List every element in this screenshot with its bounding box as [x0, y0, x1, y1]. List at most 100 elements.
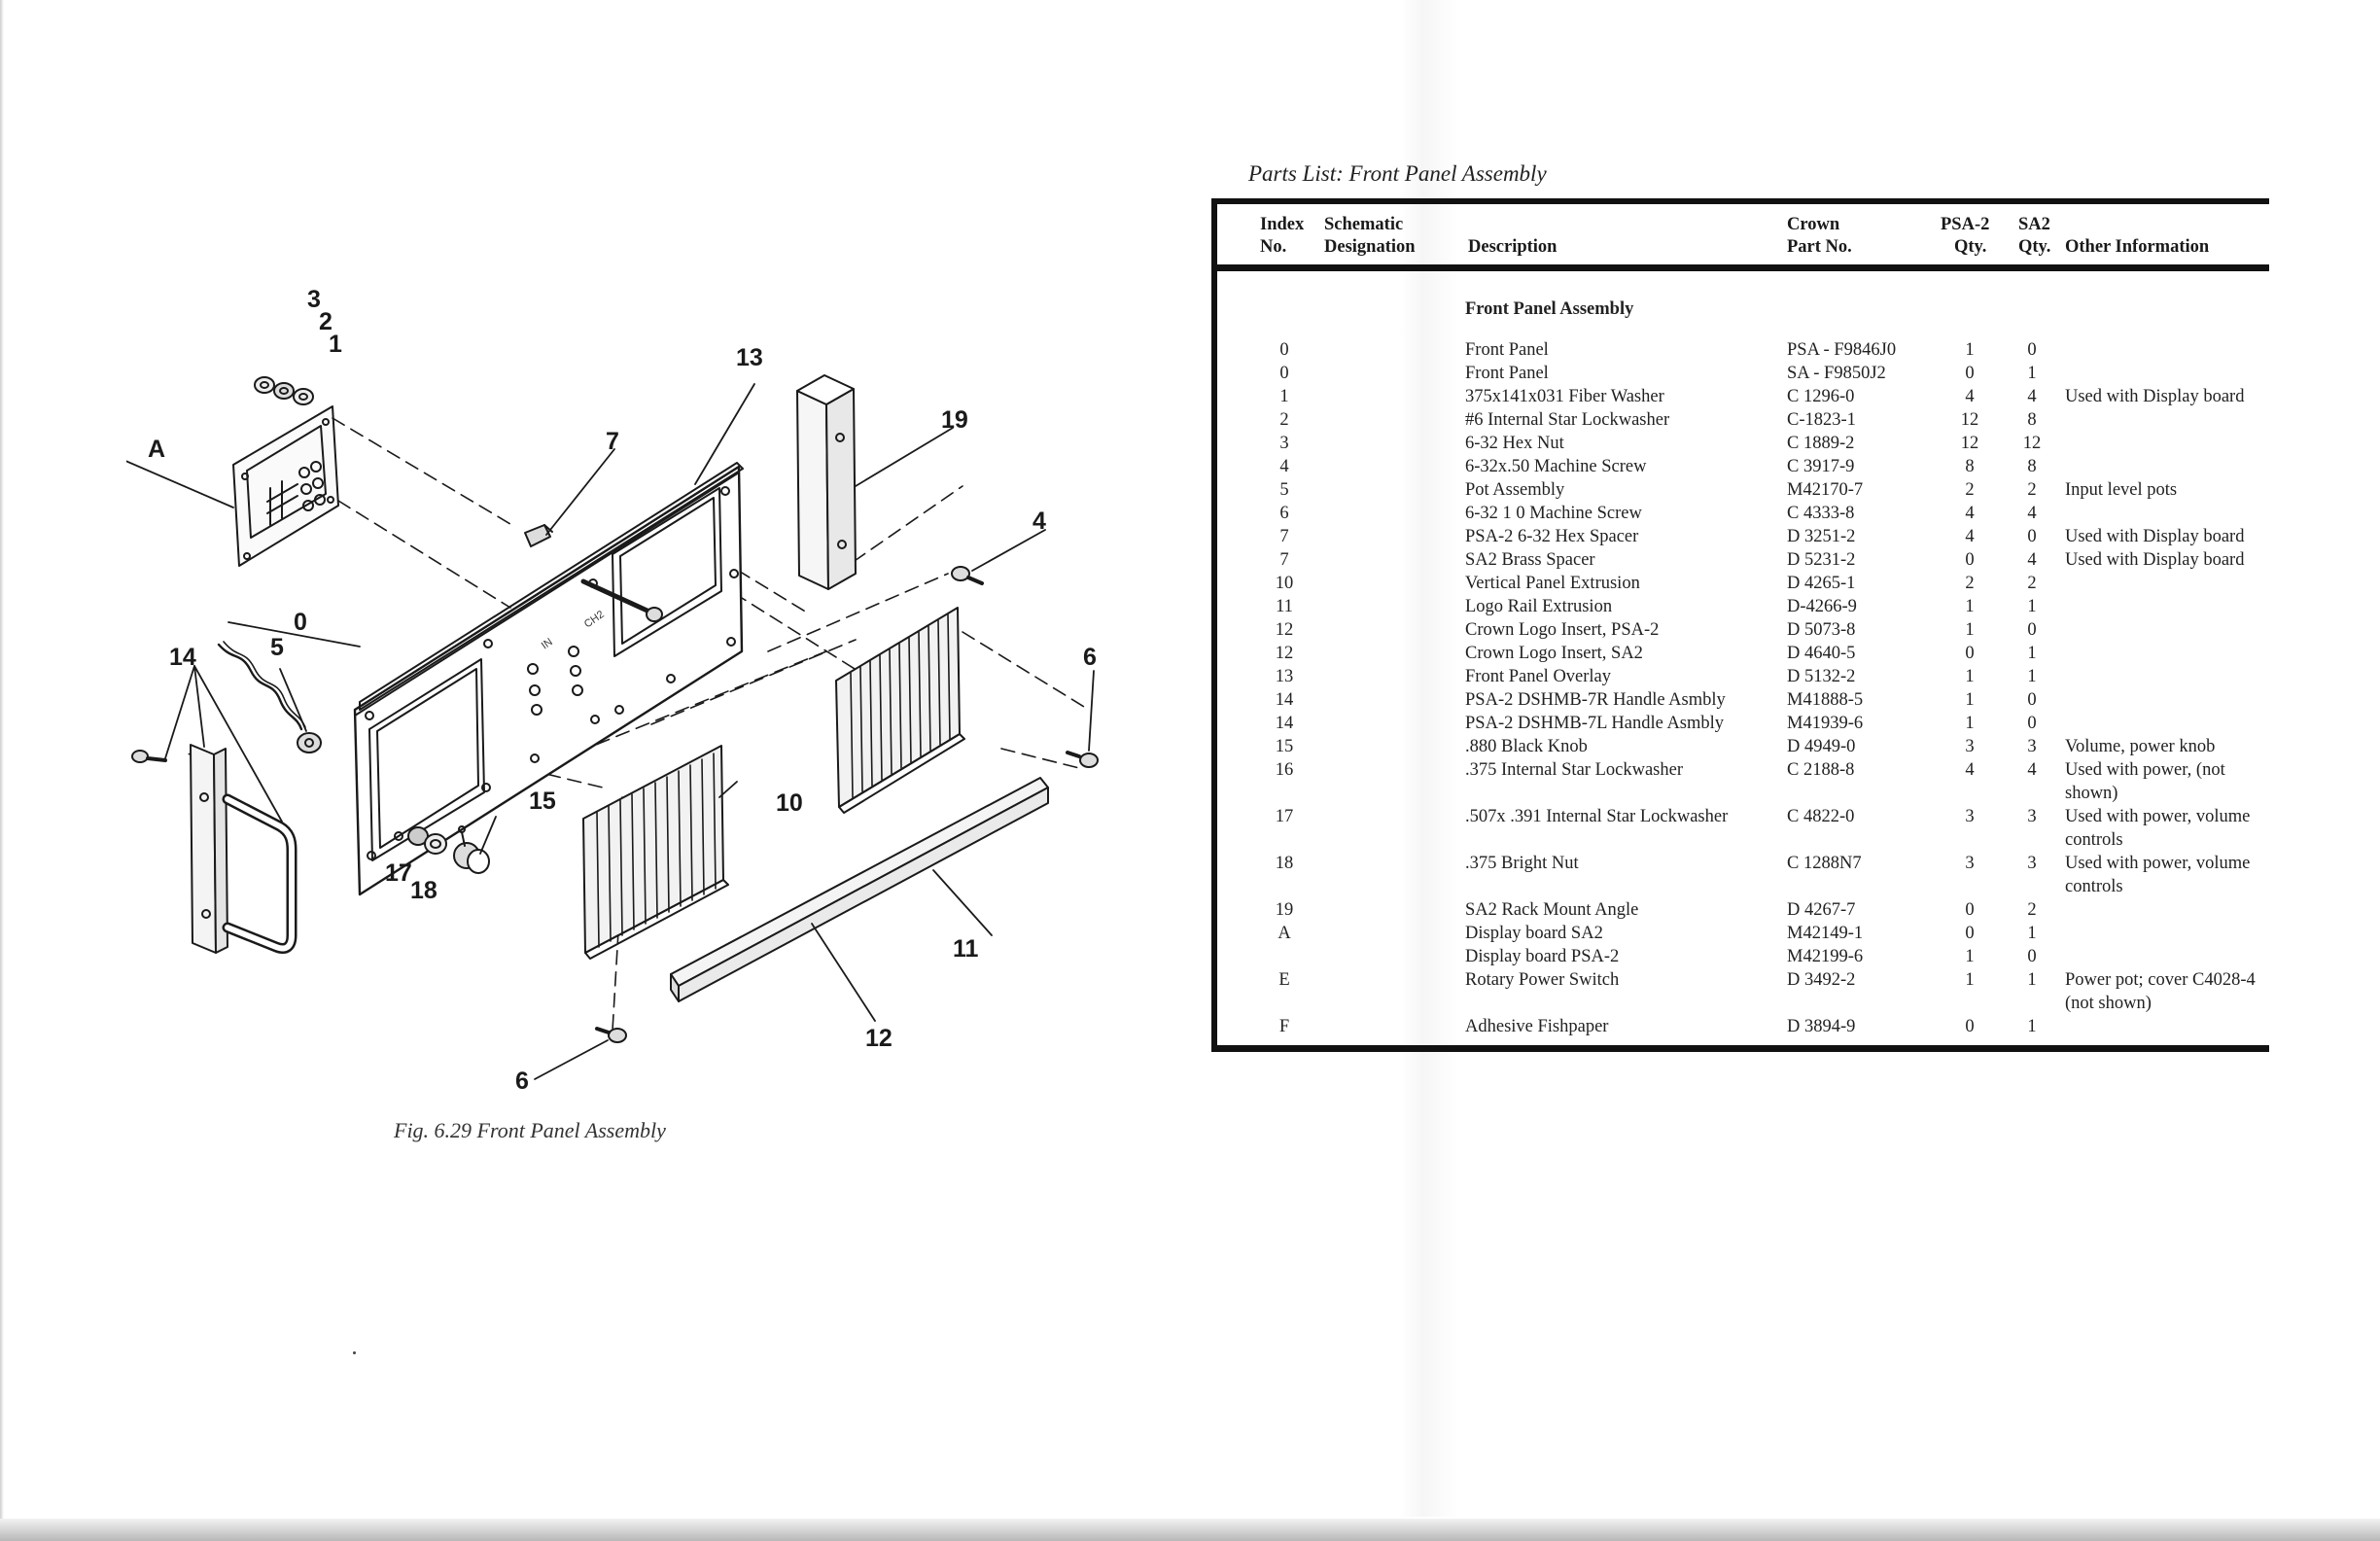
header-description: Description	[1468, 237, 1558, 257]
cell-other-info: Used with Display board	[2065, 527, 2245, 546]
nut-washer-stack-drawing	[254, 376, 314, 405]
cell-index: 12	[1275, 620, 1294, 640]
callout-7: 7	[606, 428, 619, 455]
cell-index: 6	[1279, 504, 1289, 523]
cell-description: SA2 Rack Mount Angle	[1465, 900, 1639, 920]
cell-description: SA2 Brass Spacer	[1465, 550, 1595, 570]
cell-part-no: D 4267-7	[1787, 900, 1856, 920]
callout-14: 14	[169, 644, 196, 671]
cell-sa2-qty: 4	[2027, 387, 2037, 406]
cell-part-no: M42149-1	[1787, 924, 1864, 943]
cell-sa2-qty: 4	[2027, 760, 2037, 780]
cell-index: 13	[1275, 667, 1294, 686]
cell-psa-qty: 1	[1965, 714, 1975, 733]
cell-index: 7	[1279, 527, 1289, 546]
cell-psa-qty: 0	[1965, 900, 1975, 920]
cell-psa-qty: 1	[1965, 947, 1975, 966]
page-edge	[0, 0, 4, 1541]
cell-psa-qty: 1	[1965, 340, 1975, 360]
cell-sa2-qty: 4	[2027, 550, 2037, 570]
cell-index: 19	[1275, 900, 1294, 920]
cell-sa2-qty: 1	[2027, 644, 2037, 663]
header-part-no: Crown Part No.	[1787, 215, 1852, 257]
cell-sa2-qty: 12	[2022, 434, 2042, 453]
cell-index: 0	[1279, 340, 1289, 360]
cell-description: Front Panel	[1465, 364, 1549, 383]
cell-description: Display board SA2	[1465, 924, 1603, 943]
page-edge-bottom	[0, 1519, 2380, 1541]
cell-psa-qty: 4	[1965, 387, 1975, 406]
cell-description: .375 Internal Star Lockwasher	[1465, 760, 1683, 780]
pot-assembly-drawing	[217, 641, 322, 753]
cell-part-no: D 5231-2	[1787, 550, 1856, 570]
section-heading: Front Panel Assembly	[1465, 299, 1634, 319]
cell-sa2-qty: 1	[2027, 1017, 2037, 1036]
cell-sa2-qty: 2	[2027, 574, 2037, 593]
callout-A: A	[148, 436, 166, 463]
callout-17: 17	[385, 859, 412, 887]
handle-assembly-drawing	[190, 744, 298, 954]
cell-description: Adhesive Fishpaper	[1465, 1017, 1609, 1036]
cell-part-no: D 4640-5	[1787, 644, 1856, 663]
cell-part-no: D 3251-2	[1787, 527, 1856, 546]
cell-index: F	[1278, 1017, 1290, 1036]
cell-other-info: Power pot; cover C4028-4 (not shown)	[2065, 970, 2256, 1013]
book-gutter	[1400, 0, 1458, 1517]
cell-psa-qty: 1	[1965, 597, 1975, 616]
cell-sa2-qty: 1	[2027, 667, 2037, 686]
cell-sa2-qty: 3	[2027, 807, 2037, 826]
cell-other-info: Used with power, volume controls	[2065, 807, 2251, 850]
callout-19: 19	[941, 406, 968, 434]
display-board-drawing	[232, 405, 339, 567]
cell-sa2-qty: 1	[2027, 970, 2037, 990]
cell-psa-qty: 4	[1965, 504, 1975, 523]
parts-list-table: Index No. Schematic Designation Descript…	[1211, 198, 2269, 1052]
cell-description: Front Panel Overlay	[1465, 667, 1612, 686]
cell-other-info: Used with power, (not shown)	[2065, 760, 2225, 803]
cell-part-no: C-1823-1	[1787, 410, 1856, 430]
cell-part-no: D 3894-9	[1787, 1017, 1856, 1036]
cell-psa-qty: 2	[1965, 480, 1975, 500]
callout-18: 18	[410, 877, 438, 904]
cell-sa2-qty: 0	[2027, 340, 2037, 360]
cell-index: 16	[1275, 760, 1294, 780]
cell-description: Display board PSA-2	[1465, 947, 1620, 966]
cell-part-no: C 4822-0	[1787, 807, 1855, 826]
cell-description: #6 Internal Star Lockwasher	[1465, 410, 1670, 430]
cell-psa-qty: 1	[1965, 620, 1975, 640]
cell-description: Logo Rail Extrusion	[1465, 597, 1613, 616]
cell-description: Rotary Power Switch	[1465, 970, 1620, 990]
cell-description: .880 Black Knob	[1465, 737, 1588, 756]
cell-part-no: C 1889-2	[1787, 434, 1855, 453]
callout-0: 0	[294, 609, 307, 636]
cell-part-no: M42199-6	[1787, 947, 1864, 966]
header-rule	[1217, 264, 2269, 271]
cell-part-no: D 5073-8	[1787, 620, 1856, 640]
cell-part-no: M42170-7	[1787, 480, 1864, 500]
cell-psa-qty: 0	[1965, 550, 1975, 570]
cell-description: Pot Assembly	[1465, 480, 1565, 500]
cell-description: .507x .391 Internal Star Lockwasher	[1465, 807, 1729, 826]
cell-index: 5	[1279, 480, 1289, 500]
cell-index: 14	[1275, 690, 1294, 710]
cell-part-no: D 4949-0	[1787, 737, 1856, 756]
knob-and-nut-drawing	[407, 825, 490, 874]
cell-index: 4	[1279, 457, 1289, 476]
panel-screw-drawing	[580, 578, 663, 622]
cell-description: Front Panel	[1465, 340, 1549, 360]
cell-sa2-qty: 3	[2027, 854, 2037, 873]
cell-psa-qty: 3	[1965, 807, 1975, 826]
cell-sa2-qty: 8	[2027, 410, 2037, 430]
cell-psa-qty: 12	[1960, 410, 1979, 430]
cell-part-no: M41939-6	[1787, 714, 1864, 733]
header-index: Index No.	[1260, 215, 1305, 257]
cell-sa2-qty: 0	[2027, 714, 2037, 733]
cell-psa-qty: 2	[1965, 574, 1975, 593]
cell-index: 18	[1275, 854, 1294, 873]
cell-part-no: C 3917-9	[1787, 457, 1855, 476]
cell-other-info: Used with power, volume controls	[2065, 854, 2251, 896]
cell-index: 1	[1279, 387, 1289, 406]
cell-part-no: M41888-5	[1787, 690, 1864, 710]
rack-angle-drawing	[796, 374, 857, 590]
cell-psa-qty: 4	[1965, 527, 1975, 546]
